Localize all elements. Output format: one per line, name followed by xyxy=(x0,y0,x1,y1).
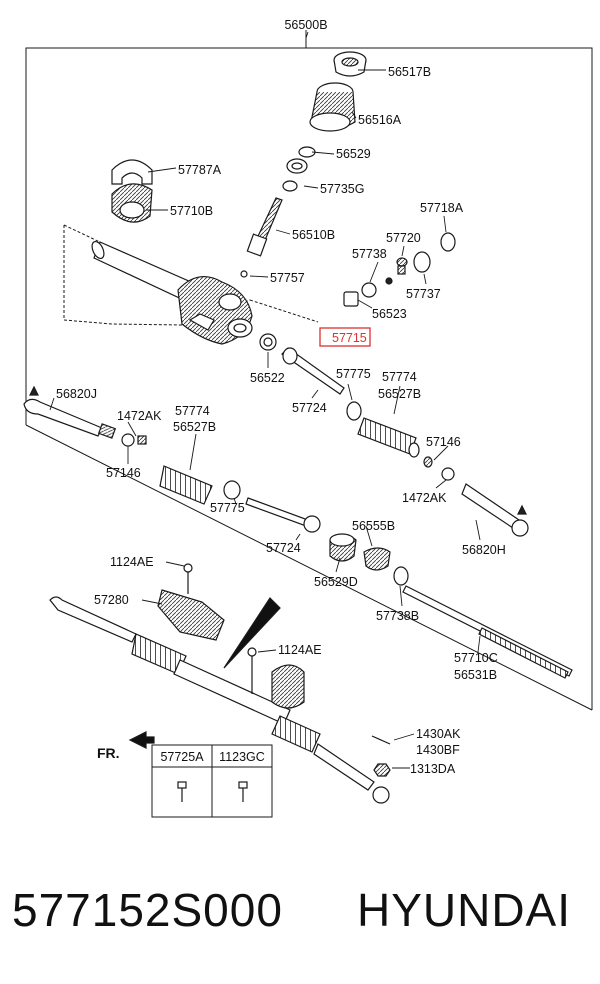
label-56529: 56529 xyxy=(336,147,371,161)
label-1430BF: 1430BF xyxy=(416,743,460,757)
label-56527B-left: 56527B xyxy=(173,420,216,434)
label-1313DA: 1313DA xyxy=(410,762,456,776)
label-57738: 57738 xyxy=(352,247,387,261)
label-56510B: 56510B xyxy=(292,228,335,242)
parts-table xyxy=(151,744,273,818)
label-57737: 57737 xyxy=(406,287,441,301)
boot-left xyxy=(159,465,241,505)
label-57720: 57720 xyxy=(386,231,421,245)
label-56522: 56522 xyxy=(250,371,285,385)
footer: 577152S000 HYUNDAI xyxy=(0,880,600,950)
label-57774-upper: 57774 xyxy=(382,370,417,384)
yoke-parts xyxy=(343,232,456,307)
label-1124AE-top: 1124AE xyxy=(110,555,154,569)
label-56517B: 56517B xyxy=(388,65,431,79)
tie-rod-end-right xyxy=(461,483,529,537)
label-56820J: 56820J xyxy=(56,387,97,401)
part-number: 577152S000 xyxy=(12,884,283,936)
boot-right-upper xyxy=(346,401,455,481)
label-57757: 57757 xyxy=(270,271,305,285)
label-57718A: 57718A xyxy=(420,201,464,215)
label-1124AE-mid: 1124AE xyxy=(278,643,322,657)
inner-rod-upper xyxy=(259,333,345,395)
bottom-assembly xyxy=(49,563,391,804)
label-57280: 57280 xyxy=(94,593,129,607)
label-57738B: 57738B xyxy=(376,609,419,623)
inner-rod-lower xyxy=(245,497,321,533)
rack-bar xyxy=(402,585,573,679)
label-56531B: 56531B xyxy=(454,668,497,682)
label-57715-highlighted: 57715 xyxy=(332,331,367,345)
label-57146-left: 57146 xyxy=(106,466,141,480)
label-57724-left: 57724 xyxy=(266,541,301,555)
table-header-1123GC: 1123GC xyxy=(219,750,265,764)
label-1472AK-right: 1472AK xyxy=(402,491,447,505)
label-56527B-upper: 56527B xyxy=(378,387,421,401)
label-57787A: 57787A xyxy=(178,163,222,177)
part-labels: 56500B 56517B 56516A 56529 57735G 57787A… xyxy=(56,18,506,776)
label-56523: 56523 xyxy=(372,307,407,321)
label-57710C: 57710C xyxy=(454,651,498,665)
bushings xyxy=(329,533,409,586)
table-header-57725A: 57725A xyxy=(160,750,204,764)
label-56516A: 56516A xyxy=(358,113,402,127)
label-56820H: 56820H xyxy=(462,543,506,557)
steering-rack-housing xyxy=(91,240,253,345)
leader-lines xyxy=(49,31,481,769)
label-57710B: 57710B xyxy=(170,204,213,218)
label-57146-right: 57146 xyxy=(426,435,461,449)
label-assembly: 56500B xyxy=(284,18,327,32)
mount-bracket-57787A xyxy=(111,159,153,223)
label-57775-left: 57775 xyxy=(210,501,245,515)
label-57775-upper: 57775 xyxy=(336,367,371,381)
highlight-box xyxy=(319,327,371,347)
label-57774-left: 57774 xyxy=(175,404,210,418)
pinion-assembly xyxy=(240,51,367,278)
tie-rod-end-left xyxy=(23,385,147,447)
label-1430AK: 1430AK xyxy=(416,727,461,741)
direction-label: FR. xyxy=(97,745,120,761)
brand-name: HYUNDAI xyxy=(357,884,572,936)
label-57735G: 57735G xyxy=(320,182,364,196)
label-56555B: 56555B xyxy=(352,519,395,533)
label-1472AK-left: 1472AK xyxy=(117,409,162,423)
label-57724-upper: 57724 xyxy=(292,401,327,415)
label-56529D: 56529D xyxy=(314,575,358,589)
